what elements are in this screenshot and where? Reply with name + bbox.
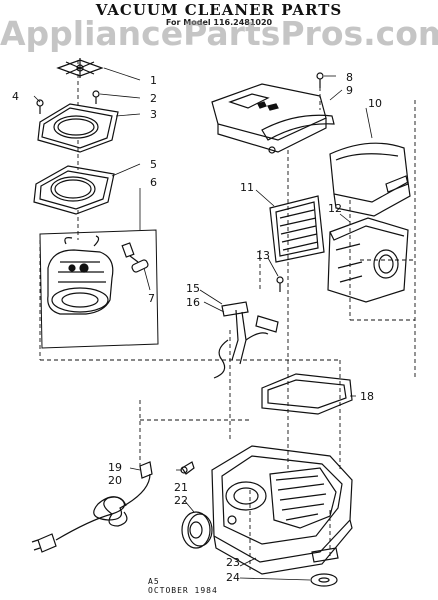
footer-page-code: A5 [148,577,160,586]
model-number: For Model 116.2481020 [165,18,273,27]
screw-4 [36,99,44,114]
screw-13 [276,276,284,292]
callout-11: 11 [240,181,254,194]
callout-4: 4 [12,90,19,103]
callout-10: 10 [368,97,382,110]
site-watermark: AppliancePartsPros.com [0,14,438,53]
callout-1: 1 [150,74,157,87]
callout-2: 2 [150,92,157,105]
top-cover [211,83,335,154]
motor-gasket [33,165,115,215]
callout-15: 15 [186,282,200,295]
callout-21: 21 [174,481,188,494]
motor-assembly [39,229,159,349]
motor-plate-upper [37,103,119,153]
base-gasket [261,373,353,415]
switch-harness [213,301,279,379]
callout-numbers: 1 2 3 4 5 6 7 8 9 10 11 12 13 15 16 18 1… [12,71,382,584]
cord-connector [139,461,153,479]
callout-18: 18 [360,390,374,403]
callout-12: 12 [328,202,342,215]
callout-16: 16 [186,296,200,309]
callout-13: 13 [256,249,270,262]
dust-bag [327,217,409,303]
footer-date: OCTOBER 1984 [148,586,218,595]
callout-7: 7 [148,292,155,305]
leader-lines [33,67,373,581]
assembly-guide-lines [39,60,416,570]
power-cord [31,473,151,553]
screw-2 [92,90,100,104]
screw-8 [316,72,324,88]
callout-20: 20 [108,474,122,487]
callout-19: 19 [108,461,122,474]
fan-impeller [56,58,104,78]
callout-5: 5 [150,158,157,171]
callout-9: 9 [346,84,353,97]
base-housing [211,445,353,575]
motor-brushes [121,242,149,273]
callout-23: 23 [226,556,240,569]
filter-grille [269,195,325,263]
foot-pad [310,573,338,587]
rear-cover [329,142,411,217]
callout-22: 22 [174,494,188,507]
callout-8: 8 [346,71,353,84]
diagram-title: VACUUM CLEANER PARTS [95,1,343,19]
callout-6: 6 [150,176,157,189]
callout-24: 24 [226,571,240,584]
callout-3: 3 [150,108,157,121]
